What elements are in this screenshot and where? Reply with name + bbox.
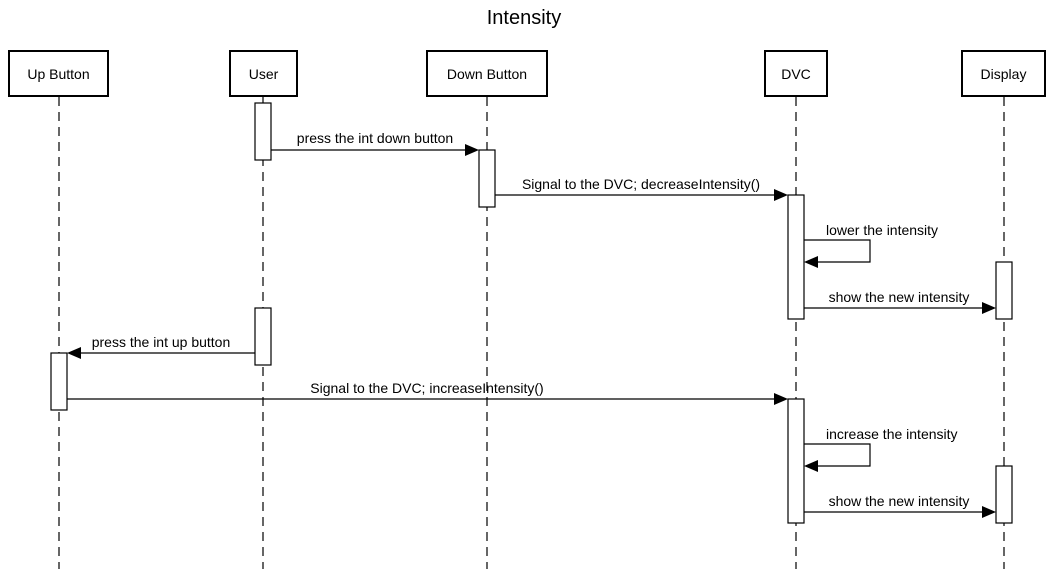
- message-signal-decrease: Signal to the DVC; decreaseIntensity(): [495, 176, 788, 201]
- arrowhead-icon: [774, 189, 788, 201]
- arrowhead-icon: [804, 460, 818, 472]
- message-show-new-intensity-2: show the new intensity: [804, 493, 996, 518]
- message-press-int-up: press the int up button: [67, 334, 255, 359]
- arrowhead-icon: [804, 256, 818, 268]
- message-label: lower the intensity: [826, 222, 938, 238]
- activation-user-1: [254, 102, 272, 161]
- arrowhead-icon: [774, 393, 788, 405]
- message-signal-increase: Signal to the DVC; increaseIntensity(): [67, 380, 788, 405]
- message-increase-intensity: increase the intensity: [804, 426, 958, 472]
- activation-dvc-2: [787, 398, 805, 524]
- message-label: Signal to the DVC; increaseIntensity(): [310, 380, 543, 396]
- message-label: increase the intensity: [826, 426, 958, 442]
- participant-down-button: Down Button: [426, 50, 548, 97]
- participant-dvc: DVC: [764, 50, 828, 97]
- activation-up-button: [50, 352, 68, 411]
- diagram-title: Intensity: [487, 7, 561, 29]
- message-label: Signal to the DVC; decreaseIntensity(): [522, 176, 760, 192]
- activation-user-2: [254, 307, 272, 366]
- message-label: show the new intensity: [829, 289, 970, 305]
- participant-label: User: [249, 66, 279, 82]
- arrowhead-icon: [67, 347, 81, 359]
- message-show-new-intensity-1: show the new intensity: [804, 289, 996, 314]
- message-lower-intensity: lower the intensity: [804, 222, 938, 268]
- activation-display-2: [995, 465, 1013, 524]
- participant-up-button: Up Button: [8, 50, 109, 97]
- arrowhead-icon: [982, 506, 996, 518]
- activation-dvc-1: [787, 194, 805, 320]
- message-press-int-down: press the int down button: [271, 130, 479, 156]
- participant-label: Down Button: [447, 66, 527, 82]
- participant-label: DVC: [781, 66, 811, 82]
- activation-display-1: [995, 261, 1013, 320]
- activation-down-button: [478, 149, 496, 208]
- message-label: show the new intensity: [829, 493, 970, 509]
- participant-user: User: [229, 50, 298, 97]
- participant-label: Up Button: [27, 66, 89, 82]
- message-label: press the int up button: [92, 334, 231, 350]
- participant-display: Display: [961, 50, 1046, 97]
- arrowhead-icon: [465, 144, 479, 156]
- message-label: press the int down button: [297, 130, 453, 146]
- arrowhead-icon: [982, 302, 996, 314]
- participant-label: Display: [981, 66, 1027, 82]
